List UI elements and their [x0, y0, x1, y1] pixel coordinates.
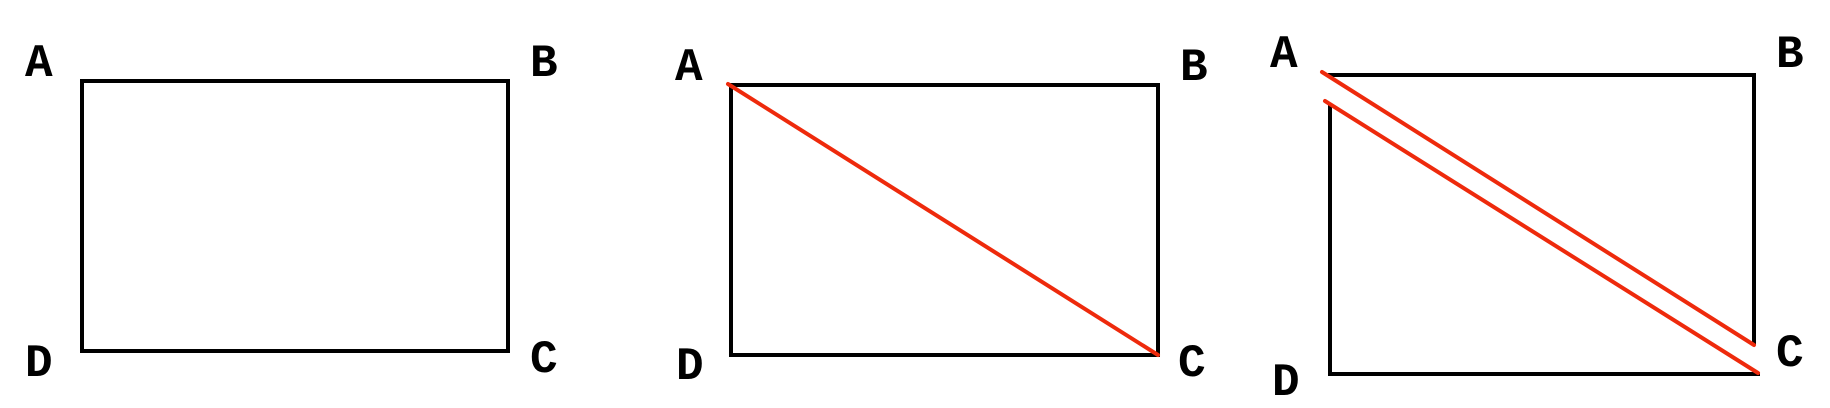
vertex-label-d: D: [1272, 357, 1300, 408]
vertex-label-c: C: [1776, 328, 1804, 380]
vertex-label-a: A: [25, 38, 53, 90]
panel-3: A B C D: [1270, 29, 1804, 408]
lower-triangle-edges: [1328, 103, 1760, 376]
vertex-label-c: C: [1178, 338, 1206, 390]
vertex-label-b: B: [1776, 29, 1804, 81]
upper-triangle-edges: [1328, 73, 1756, 345]
diagonal-ac-upper-piece: [1320, 70, 1756, 347]
vertex-label-d: D: [25, 338, 53, 390]
vertex-label-b: B: [1180, 42, 1208, 94]
vertex-label-d: D: [676, 341, 704, 393]
panel-2: A B C D: [675, 42, 1208, 393]
vertex-label-b: B: [530, 38, 558, 90]
panel-1: A B C D: [25, 38, 558, 390]
vertex-label-a: A: [1270, 29, 1298, 81]
vertex-label-c: C: [530, 334, 558, 386]
vertex-label-a: A: [675, 42, 703, 94]
diagonal-ac: [726, 82, 1160, 357]
rectangle-outline: [80, 79, 510, 353]
diagonal-ac-lower-piece: [1323, 99, 1760, 375]
